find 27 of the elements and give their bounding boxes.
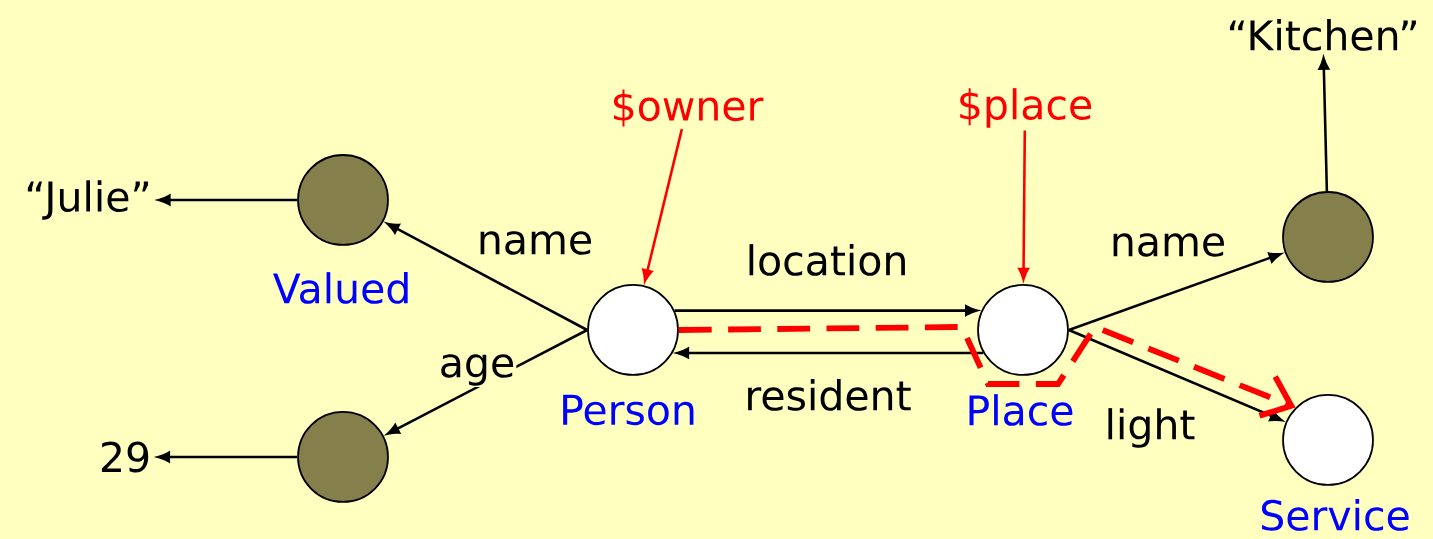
edge-label: light	[1103, 407, 1197, 449]
node-caption: Service	[1261, 499, 1409, 531]
edge-label: name	[475, 230, 595, 256]
object-circle	[297, 154, 389, 246]
value-label: “Kitchen”	[1229, 19, 1416, 51]
arrow	[678, 323, 1296, 419]
value-label: “Julie”	[27, 180, 149, 220]
node-caption: Place	[969, 394, 1073, 426]
object-circle	[1282, 191, 1374, 283]
node-caption: Valued	[273, 272, 408, 304]
edge-label: name	[1108, 232, 1228, 258]
arrow	[386, 222, 588, 332]
arrow	[1068, 252, 1282, 332]
variable-label: $place	[960, 88, 1092, 128]
value-label: 29	[101, 441, 149, 473]
arrow	[676, 347, 984, 359]
object-circle	[977, 284, 1069, 376]
edge-label: location	[744, 242, 910, 278]
object-circle	[587, 284, 679, 376]
object-circle	[1282, 394, 1374, 486]
edge-label: age	[437, 353, 517, 387]
edge-label: resident	[743, 377, 913, 413]
object-circle	[297, 411, 389, 503]
arrow	[1068, 328, 1283, 422]
arrow	[157, 451, 298, 463]
variable-label: $owner	[614, 89, 764, 127]
node-caption: Person	[563, 394, 694, 426]
